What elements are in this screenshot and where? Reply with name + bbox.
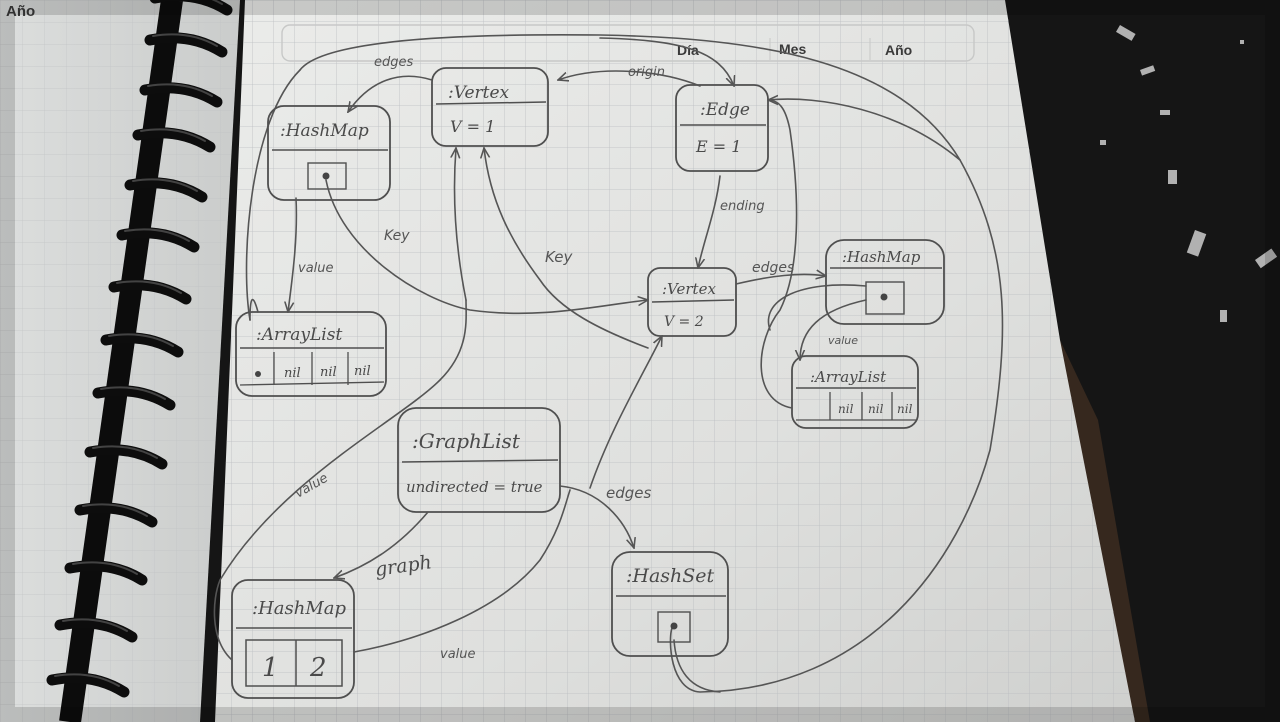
label-edges-top: edges bbox=[374, 55, 414, 70]
hashmap-bottom-title: :HashMap bbox=[252, 598, 346, 619]
arraylist-left-title: :ArrayList bbox=[256, 325, 342, 345]
edge-title: :Edge bbox=[700, 100, 750, 120]
arraylist-left-cell-2: nil bbox=[320, 365, 337, 380]
arraylist-right-cell-3: nil bbox=[897, 402, 913, 416]
label-key-center: Key bbox=[545, 248, 574, 266]
hashmap-right-title: :HashMap bbox=[842, 248, 921, 266]
hashmap-bottom-key-1: 1 bbox=[262, 653, 279, 683]
vertex1-object: :Vertex V = 1 bbox=[431, 67, 549, 147]
graphlist-title: :GraphList bbox=[412, 429, 521, 453]
connectors bbox=[213, 37, 961, 693]
graphlist-field: undirected = true bbox=[406, 478, 543, 496]
arraylist-right-title: :ArrayList bbox=[810, 368, 887, 386]
header-year: Año bbox=[885, 42, 912, 58]
label-value-bottom: value bbox=[440, 647, 476, 662]
vertex1-field: V = 1 bbox=[450, 117, 495, 136]
arraylist-left-object: :ArrayList nil nil nil bbox=[235, 311, 387, 397]
arraylist-left-cell-3: nil bbox=[354, 364, 371, 379]
label-value-right: value bbox=[828, 334, 858, 347]
label-origin: origin bbox=[628, 65, 665, 80]
arraylist-right-object: :ArrayList nil nil nil bbox=[791, 355, 919, 429]
hashmap-bottom-object: :HashMap 1 2 bbox=[231, 579, 355, 699]
vertex2-field: V = 2 bbox=[664, 314, 704, 330]
vertex1-title: :Vertex bbox=[448, 83, 510, 103]
label-value-left: value bbox=[298, 261, 334, 276]
arraylist-left-cell-1: nil bbox=[284, 366, 301, 381]
edge-object: :Edge E = 1 bbox=[675, 84, 769, 172]
hashmap-top-left-title: :HashMap bbox=[280, 121, 369, 141]
arraylist-right-cell-2: nil bbox=[868, 402, 884, 416]
table-speckles bbox=[1100, 25, 1278, 322]
spiral-binding bbox=[46, 0, 233, 722]
label-key-left: Key bbox=[384, 228, 410, 244]
edge-field: E = 1 bbox=[695, 137, 741, 156]
hashset-object: :HashSet bbox=[611, 551, 729, 657]
label-edges-bottom: edges bbox=[606, 484, 652, 502]
arraylist-right-cell-1: nil bbox=[838, 402, 854, 416]
graphlist-object: :GraphList undirected = true bbox=[397, 407, 561, 513]
left-page-header: Año bbox=[6, 3, 35, 20]
hashmap-bottom-key-2: 2 bbox=[309, 653, 327, 683]
hashset-title: :HashSet bbox=[626, 565, 715, 587]
vertex2-title: :Vertex bbox=[662, 280, 716, 298]
outer-loop bbox=[299, 34, 1004, 693]
page-header-bar bbox=[281, 24, 975, 62]
label-ending: ending bbox=[720, 199, 765, 214]
hashmap-right-object: :HashMap bbox=[825, 239, 945, 325]
hashmap-top-left-object: :HashMap bbox=[267, 105, 391, 201]
label-edges-right: edges bbox=[752, 260, 794, 276]
